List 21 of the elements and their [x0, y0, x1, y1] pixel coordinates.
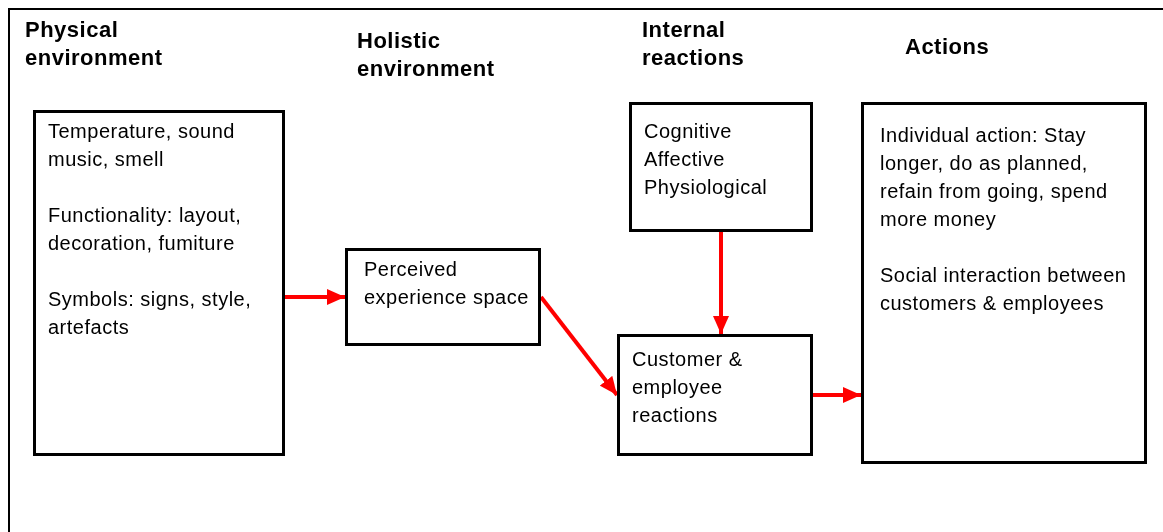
text-box: [33, 110, 285, 456]
box-text: Perceived experience space: [364, 257, 530, 310]
box-text: Temperature, sound music, smell: [48, 119, 236, 172]
box-text: Customer & employee reactions: [632, 347, 744, 428]
text-box: [617, 334, 813, 456]
arrow: [713, 232, 729, 334]
box-text: Symbols: signs, style, artefacts: [48, 287, 253, 340]
text-box: [345, 248, 541, 346]
arrow: [539, 295, 619, 397]
box-text: Cognitive Affective Physiological: [644, 119, 769, 200]
text-box: [861, 102, 1147, 464]
box-text: Social interaction between customers & employees: [880, 263, 1128, 316]
column-heading: Internal reactions: [642, 16, 746, 72]
box-text: Individual action: Stay longer, do as planned, refain from going, spend more money: [880, 123, 1109, 232]
column-heading: Actions: [905, 33, 991, 61]
text-box: [629, 102, 813, 232]
column-heading: Holistic environment: [357, 27, 496, 83]
arrow: [285, 289, 345, 305]
arrow: [813, 387, 861, 403]
box-text: Functionality: layout, decoration, fumiture: [48, 203, 243, 256]
column-heading: Physical environment: [25, 16, 164, 72]
